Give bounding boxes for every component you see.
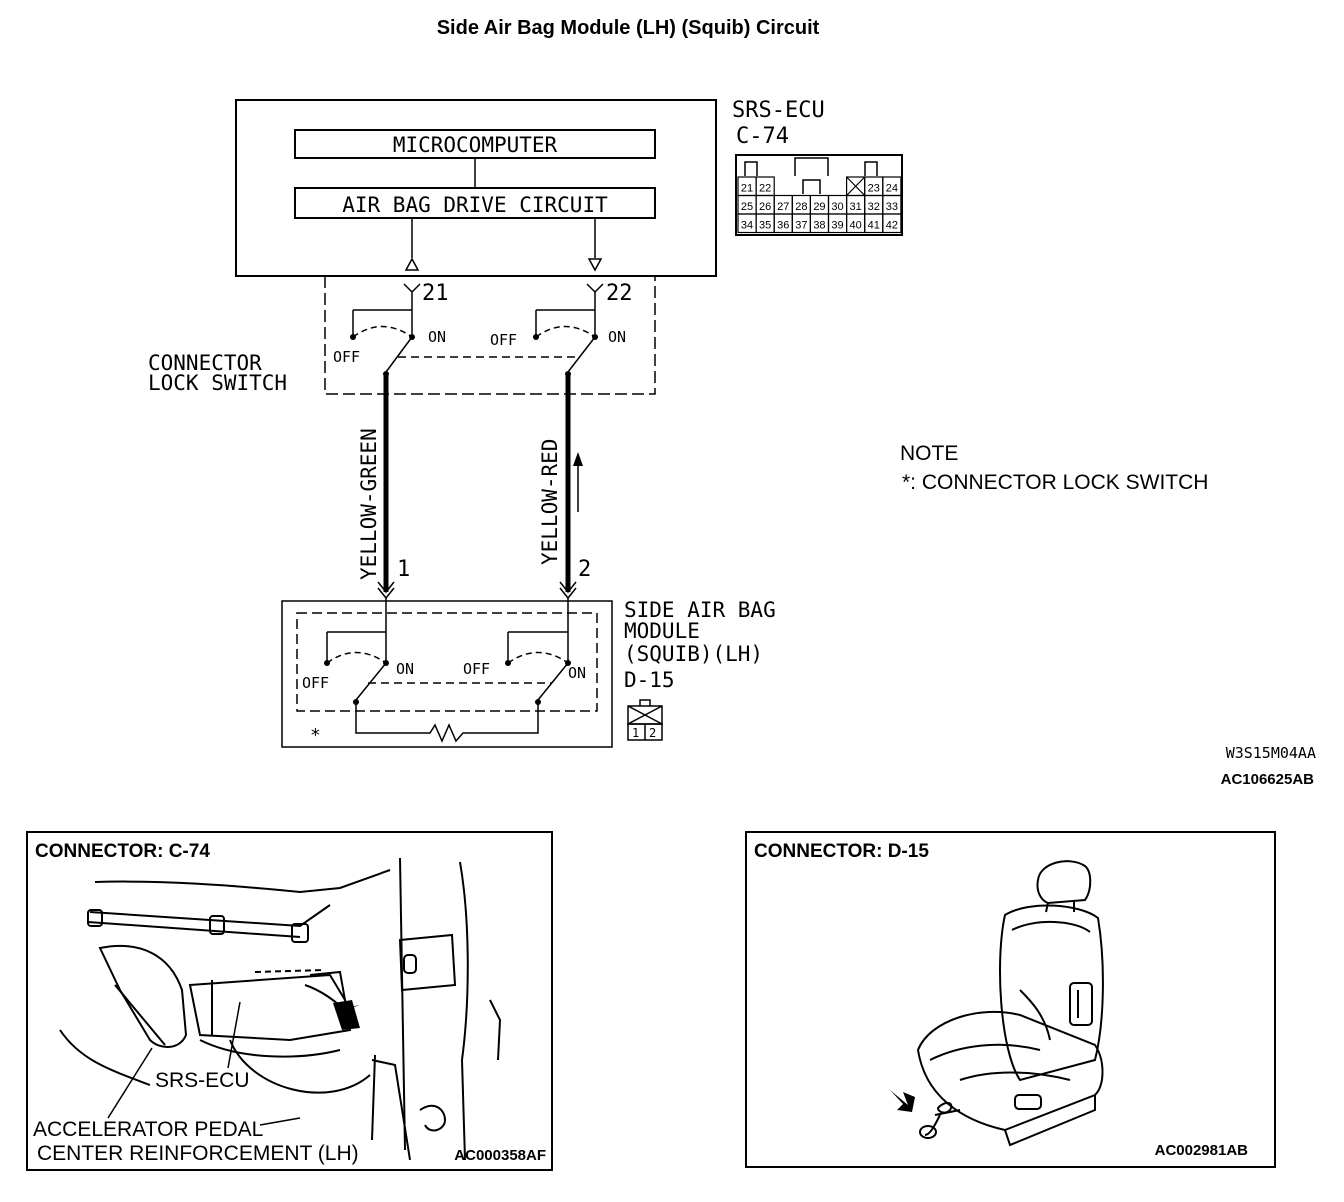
c74-pin-35: 35 xyxy=(759,220,771,232)
module-lock-switch-box xyxy=(296,612,598,712)
module-name-line3: (SQUIB)(LH) xyxy=(624,642,763,666)
panel-c74-label-line2: CENTER REINFORCEMENT (LH) xyxy=(37,1142,359,1165)
panel-d15-code: AC002981AB xyxy=(1155,1142,1249,1159)
ecu-lock-switch-box xyxy=(324,276,656,395)
c74-pin-22: 22 xyxy=(759,183,771,195)
note-text: *: CONNECTOR LOCK SWITCH xyxy=(902,471,1208,494)
c74-pin-27: 27 xyxy=(777,201,789,213)
squib-resistor xyxy=(355,702,539,743)
terminal-22-fork xyxy=(586,283,604,294)
c74-pin-24: 24 xyxy=(886,183,898,195)
panel-c74-label-line1: ACCELERATOR PEDAL xyxy=(33,1118,263,1141)
c74-pin-31: 31 xyxy=(850,201,862,213)
output-triangle-up xyxy=(404,257,420,271)
d15-pin-1: 1 xyxy=(632,726,639,740)
terminal-21-fork xyxy=(403,283,421,294)
wire-pin-1-label: 1 xyxy=(397,557,410,582)
c74-pin-37: 37 xyxy=(795,220,807,232)
module-name-line1: SIDE AIR BAG xyxy=(624,598,776,622)
d15-pin-2: 2 xyxy=(649,726,656,740)
panel-d15-title: CONNECTOR: D-15 xyxy=(754,841,929,862)
c74-pin-30: 30 xyxy=(831,201,843,213)
ecu-name: SRS-ECU xyxy=(732,98,825,123)
output-triangle-down xyxy=(587,258,603,272)
module-switch1-on: ON xyxy=(396,660,414,678)
page-title: Side Air Bag Module (LH) (Squib) Circuit xyxy=(437,17,820,39)
module-switch2-on: ON xyxy=(568,664,586,682)
ecu-switch1-on: ON xyxy=(428,328,446,346)
ecu-switch-label-line2: LOCK SWITCH xyxy=(148,371,287,395)
c74-pin-25: 25 xyxy=(741,201,753,213)
ecu-box xyxy=(235,99,717,277)
c74-pin-39: 39 xyxy=(831,220,843,232)
panel-c74-label-ecu: SRS-ECU xyxy=(155,1069,250,1092)
c74-pin-28: 28 xyxy=(795,201,807,213)
module-switch1-off: OFF xyxy=(302,674,329,692)
panel-connector-d15: CONNECTOR: D-15 AC002981AB xyxy=(745,831,1276,1168)
c74-pin-23: 23 xyxy=(868,183,880,195)
module-asterisk: * xyxy=(310,725,321,746)
terminal-21-label: 21 xyxy=(422,281,449,306)
c74-pin-21: 21 xyxy=(741,183,753,195)
c74-pin-40: 40 xyxy=(850,220,862,232)
c74-pin-26: 26 xyxy=(759,201,771,213)
wire-pin-2-label: 2 xyxy=(578,557,591,582)
drive-circuit-label: AIR BAG DRIVE CIRCUIT xyxy=(342,193,608,217)
ecu-switch2-off: OFF xyxy=(490,331,517,349)
connector-d15-pinout: 1 2 xyxy=(627,699,663,741)
figure-code-1: W3S15M04AA xyxy=(1226,744,1316,762)
c74-pin-29: 29 xyxy=(813,201,825,213)
module-switch2-off: OFF xyxy=(463,660,490,678)
microcomputer-label: MICROCOMPUTER xyxy=(393,133,558,157)
ecu-switch-label-line1: CONNECTOR xyxy=(148,351,262,375)
c74-pin-41: 41 xyxy=(868,220,880,232)
c74-pin-34: 34 xyxy=(741,220,753,232)
figure-code-2: AC106625AB xyxy=(1221,771,1315,788)
terminal-22-label: 22 xyxy=(606,281,633,306)
c74-pin-36: 36 xyxy=(777,220,789,232)
wire-yellow-green-label: YELLOW-GREEN xyxy=(357,428,381,580)
c74-pin-42: 42 xyxy=(886,220,898,232)
module-connector-id: D-15 xyxy=(624,668,675,692)
connector-c74-pinout: 21 22 23 24 25 26 27 28 29 30 31 32 33 34 35 36 37 38 39 40… xyxy=(735,154,903,236)
panel-c74-code: AC000358AF xyxy=(454,1147,546,1164)
note-heading: NOTE xyxy=(900,442,958,465)
panel-connector-c74: CONNECTOR: C-74 xyxy=(26,831,553,1171)
c74-pin-33: 33 xyxy=(886,201,898,213)
module-box xyxy=(281,600,613,748)
c74-pin-32: 32 xyxy=(868,201,880,213)
drive-circuit-box xyxy=(294,187,656,219)
wire-yellow-red-label: YELLOW-RED xyxy=(538,439,562,565)
panel-c74-title: CONNECTOR: C-74 xyxy=(35,841,210,862)
ecu-switch2-on: ON xyxy=(608,328,626,346)
module-name-line2: MODULE xyxy=(624,619,700,643)
ecu-connector-id: C-74 xyxy=(736,124,789,149)
ecu-switch1-off: OFF xyxy=(333,348,360,366)
c74-pin-38: 38 xyxy=(813,220,825,232)
